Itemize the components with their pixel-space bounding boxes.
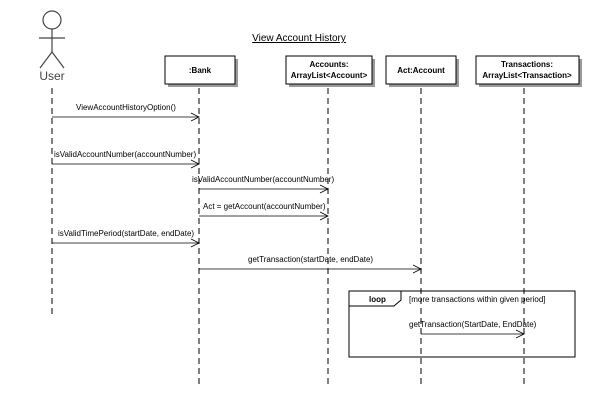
arrow-head-icon bbox=[190, 112, 200, 122]
message-label: ViewAccountHistoryOption() bbox=[76, 103, 176, 112]
participant-label-line-2: ArrayList<Transaction> bbox=[482, 71, 572, 80]
participant-label-line-1: Transactions: bbox=[501, 60, 553, 69]
message-label: Act = getAccount(accountNumber) bbox=[203, 202, 326, 211]
arrow-head-icon bbox=[412, 264, 422, 274]
arrow-head-icon bbox=[515, 329, 525, 339]
message-label: getTransaction(StartDate, EndDate) bbox=[409, 320, 537, 329]
arrow-head-icon bbox=[319, 211, 329, 221]
user-actor: User bbox=[39, 10, 65, 83]
arrow-head-icon bbox=[190, 159, 200, 169]
message-label: getTransaction(startDate, endDate) bbox=[248, 255, 373, 264]
message-3: isValidAccountNumber(accountNumber) bbox=[192, 175, 334, 194]
loop-fragment: loop [more transactions within given per… bbox=[348, 290, 576, 358]
participant-label: :Bank bbox=[189, 66, 212, 75]
message-5: isValidTimePeriod(startDate, endDate) bbox=[52, 229, 200, 248]
participant-label-line-2: ArrayList<Account> bbox=[291, 71, 368, 80]
fragment-frame bbox=[348, 290, 576, 358]
arrow-head-icon bbox=[319, 184, 329, 194]
diagram-title: View Account History bbox=[252, 33, 346, 44]
fragment-operator: loop bbox=[369, 295, 386, 304]
fragment-guard: [more transactions within given period] bbox=[409, 295, 546, 304]
message-label: isValidTimePeriod(startDate, endDate) bbox=[58, 229, 194, 238]
arrow-head-icon bbox=[190, 238, 200, 248]
participant-label: Act:Account bbox=[397, 66, 445, 75]
participant-transactions: Transactions: ArrayList<Transaction> bbox=[475, 55, 582, 87]
message-label: isValidAccountNumber(accountNumber) bbox=[54, 150, 196, 159]
message-4: Act = getAccount(accountNumber) bbox=[199, 202, 329, 221]
actor-label: User bbox=[39, 69, 64, 83]
actor-figure-icon bbox=[39, 10, 65, 69]
message-label: isValidAccountNumber(accountNumber) bbox=[192, 175, 334, 184]
participant-bank: :Bank bbox=[164, 55, 238, 87]
participant-label-line-1: Accounts: bbox=[309, 60, 348, 69]
fragment-operator-tab bbox=[348, 290, 402, 307]
message-7: getTransaction(StartDate, EndDate) bbox=[409, 320, 537, 339]
message-1: ViewAccountHistoryOption() bbox=[52, 103, 200, 122]
message-6: getTransaction(startDate, endDate) bbox=[199, 255, 422, 274]
participant-accounts: Accounts: ArrayList<Account> bbox=[285, 55, 375, 87]
participant-act: Act:Account bbox=[385, 55, 459, 87]
message-2: isValidAccountNumber(accountNumber) bbox=[52, 150, 200, 169]
